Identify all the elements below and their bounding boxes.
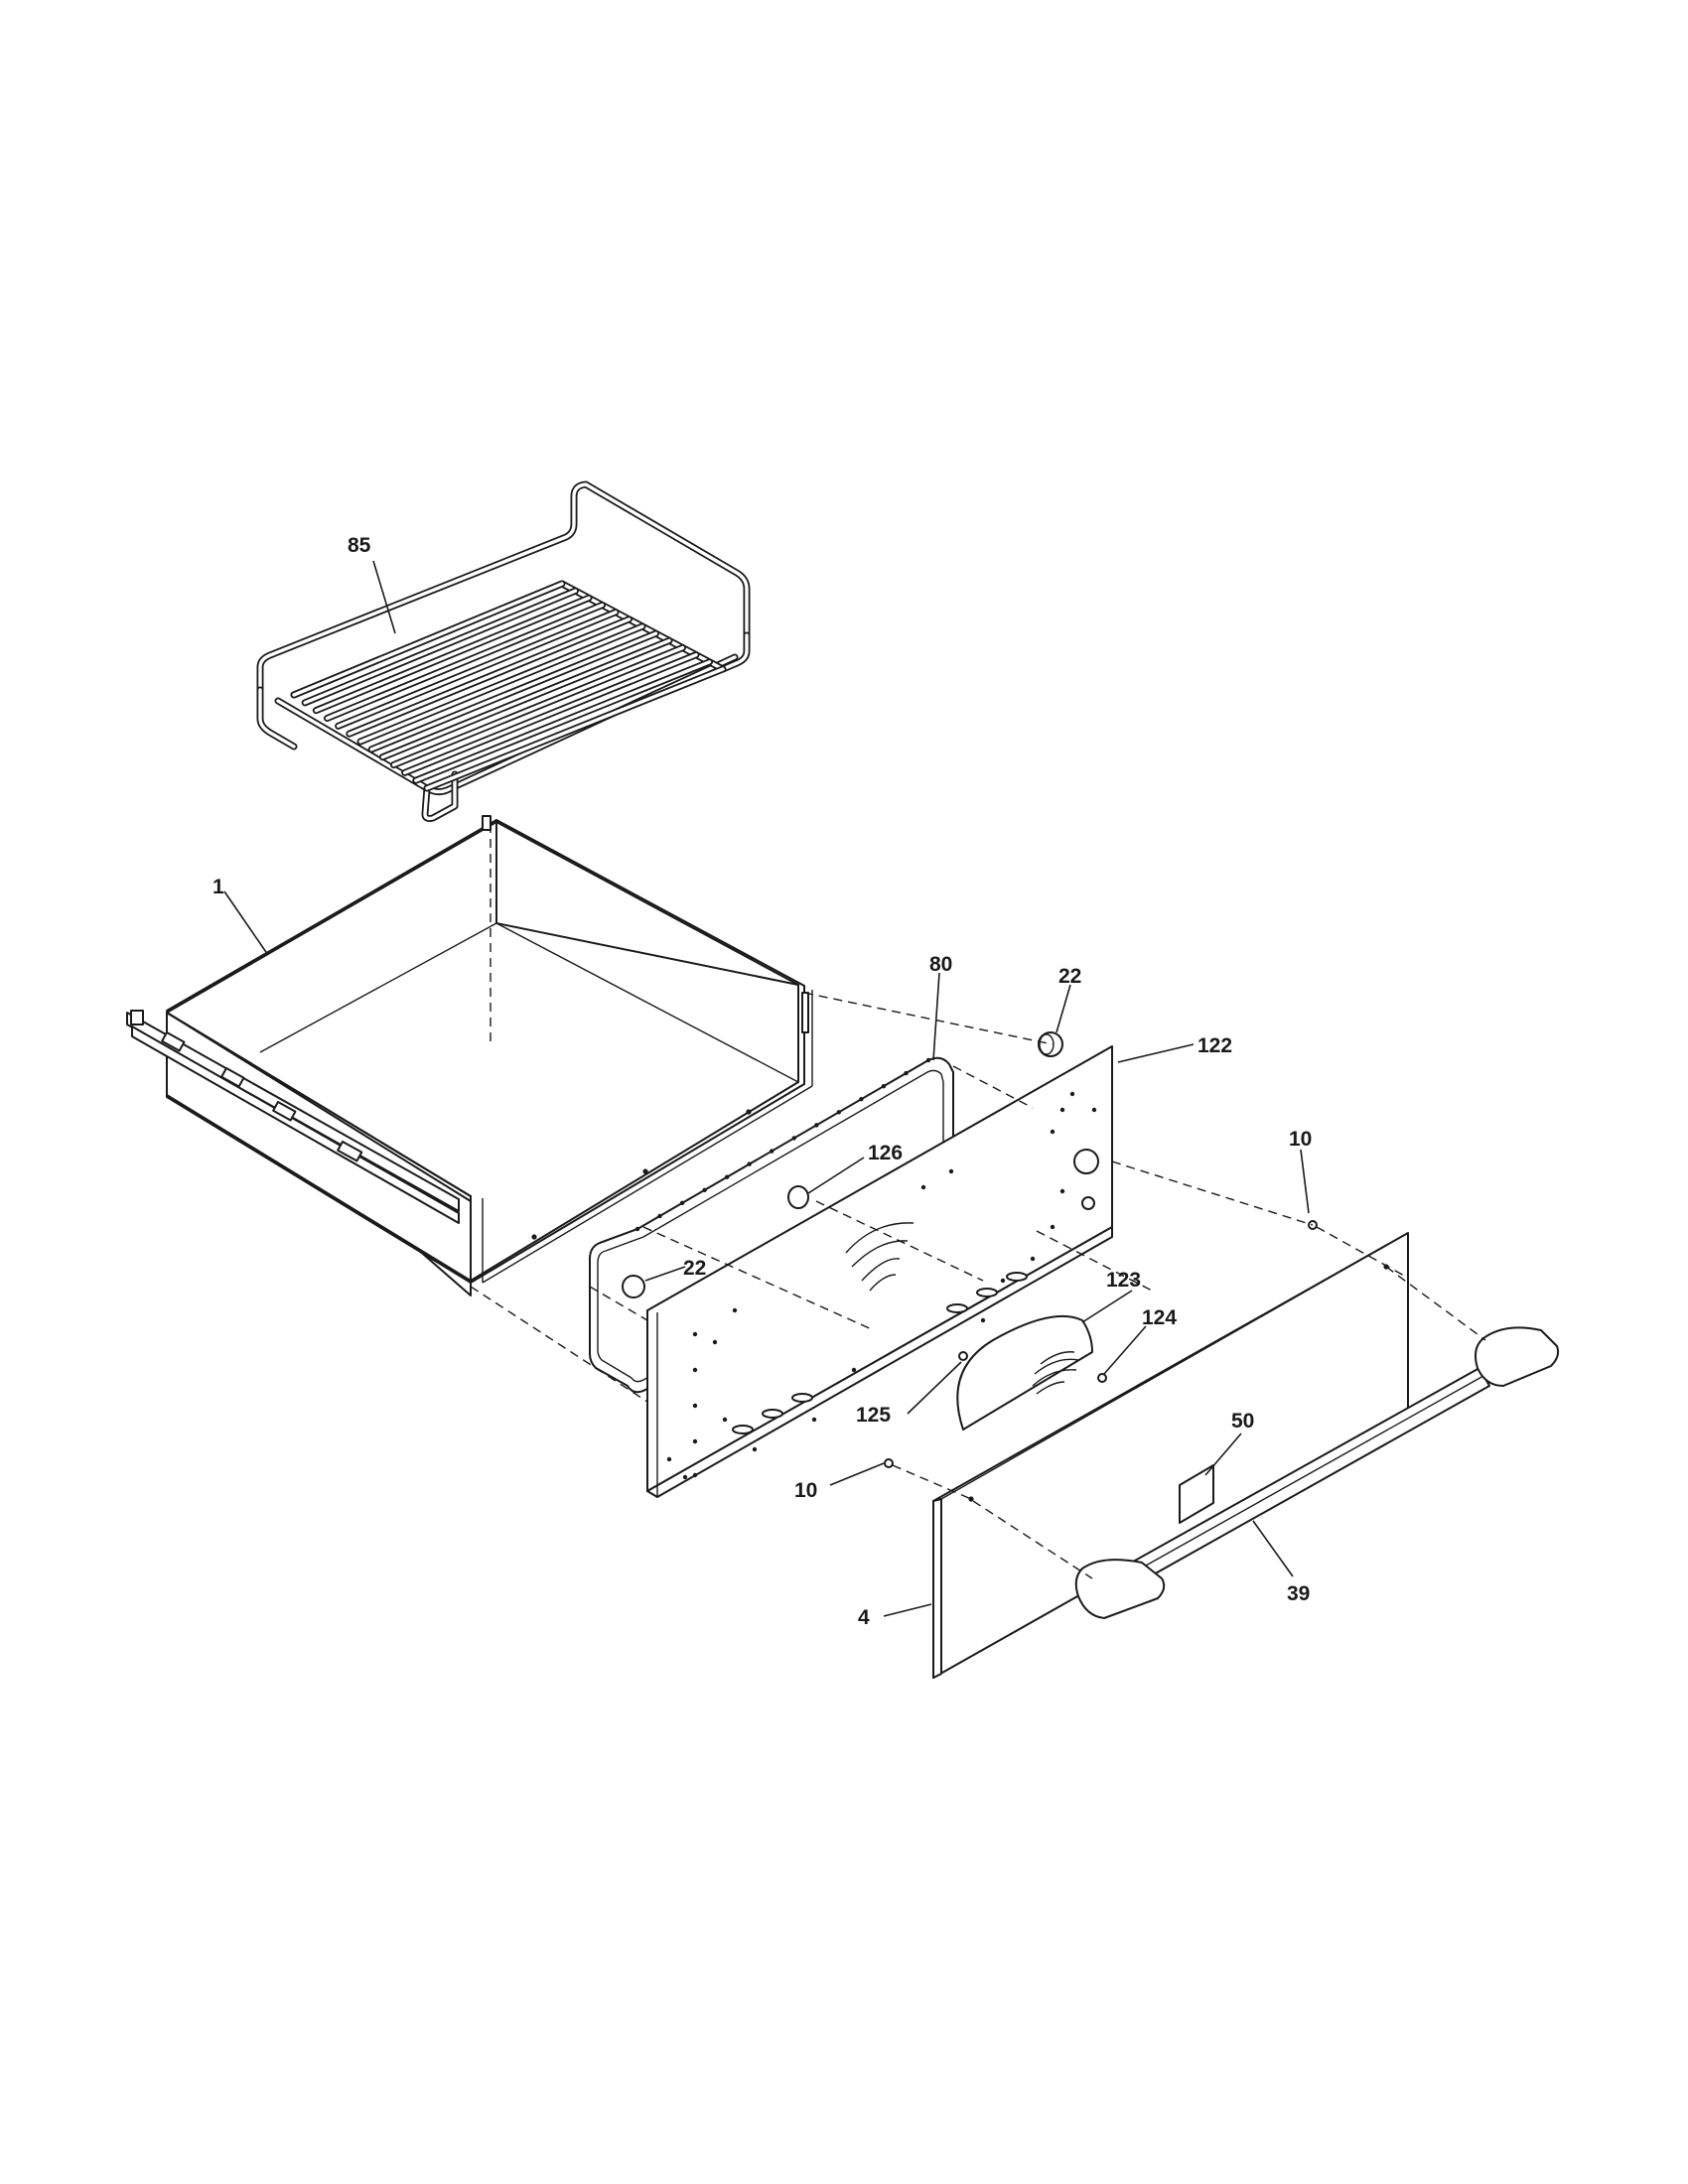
rack-bar (292, 582, 564, 697)
rack-bar (402, 652, 698, 775)
rack-bar (303, 589, 578, 705)
drawer-box (126, 815, 813, 1297)
rack-bar (391, 645, 685, 767)
panel-hole (980, 1317, 986, 1323)
gasket-clip (904, 1070, 909, 1076)
panel-hole (1069, 1091, 1075, 1097)
gasket-clip (702, 1187, 707, 1192)
gasket-clip (791, 1136, 796, 1141)
callout-labels: 85 1 80 22 122 10 126 22 123 124 125 10 … (212, 534, 1312, 1629)
vent-cover (956, 1314, 1093, 1431)
gasket-clip (836, 1110, 842, 1115)
callout-1: 1 (212, 876, 224, 898)
door-gasket (589, 1056, 954, 1394)
panel-hole (692, 1367, 698, 1373)
callout-22-lower: 22 (683, 1257, 706, 1280)
label-50 (1179, 1464, 1214, 1524)
rack-bar (369, 631, 658, 751)
alignment-lines (470, 992, 1486, 1579)
panel-hole (1050, 1224, 1055, 1230)
light-bulb (787, 1185, 809, 1209)
gasket-clip (859, 1097, 864, 1102)
panel-hole (948, 1168, 954, 1174)
rack-bar (325, 603, 605, 721)
callout-85: 85 (348, 534, 371, 557)
callout-125: 125 (856, 1404, 891, 1427)
wire-rack (256, 480, 751, 822)
gasket-clip (657, 1213, 662, 1219)
panel-hole (722, 1417, 728, 1423)
callout-10-lower: 10 (794, 1479, 817, 1502)
plug-upper (1038, 1031, 1063, 1057)
panel-hole (1059, 1107, 1065, 1113)
inner-door-panel (646, 1045, 1113, 1498)
gasket-clip (724, 1174, 730, 1179)
callout-4: 4 (858, 1606, 870, 1629)
panel-hole (692, 1472, 698, 1478)
rack-bar (358, 624, 644, 744)
rack-bar (336, 610, 618, 729)
panel-hole (851, 1367, 857, 1373)
panel-hole (666, 1456, 672, 1462)
gasket-clip (814, 1123, 819, 1128)
panel-hole (1050, 1129, 1055, 1135)
rack-bar (380, 638, 671, 759)
panel-hole (1091, 1107, 1097, 1113)
gasket-clip (925, 1057, 931, 1063)
panel-hole (1030, 1256, 1036, 1262)
panel-hole (1000, 1278, 1006, 1284)
rack-bar (414, 660, 712, 782)
callout-22-upper: 22 (1058, 965, 1081, 988)
screw-125 (958, 1351, 968, 1361)
gasket-clip (634, 1226, 640, 1232)
gasket-clip (679, 1200, 685, 1206)
callout-123: 123 (1106, 1269, 1141, 1292)
rack-bar (348, 617, 632, 736)
panel-hole (692, 1403, 698, 1409)
panel-hole (811, 1417, 817, 1423)
panel-hole (712, 1339, 718, 1345)
panel-hole (692, 1438, 698, 1444)
callout-leaders (223, 560, 1310, 1617)
gasket-clip (770, 1149, 774, 1154)
screw-10-lower (884, 1458, 894, 1468)
screw-124 (1097, 1373, 1107, 1383)
callout-124: 124 (1142, 1306, 1177, 1329)
panel-hole (752, 1446, 758, 1452)
gasket-clip (747, 1161, 752, 1166)
callout-39: 39 (1287, 1582, 1310, 1605)
panel-hole (732, 1307, 738, 1313)
callout-80: 80 (929, 953, 952, 976)
callout-10-upper: 10 (1289, 1128, 1312, 1151)
gasket-clip (881, 1083, 887, 1089)
plug-lower (622, 1275, 645, 1298)
callout-126: 126 (868, 1142, 903, 1164)
callout-50: 50 (1231, 1410, 1254, 1433)
rack-bar (314, 596, 591, 713)
callout-122: 122 (1197, 1034, 1232, 1057)
panel-hole (682, 1474, 688, 1480)
panel-hole (920, 1184, 926, 1190)
panel-hole (1059, 1188, 1065, 1194)
rack-bar (425, 667, 725, 790)
door-handle (1074, 1326, 1560, 1619)
panel-hole (692, 1331, 698, 1337)
